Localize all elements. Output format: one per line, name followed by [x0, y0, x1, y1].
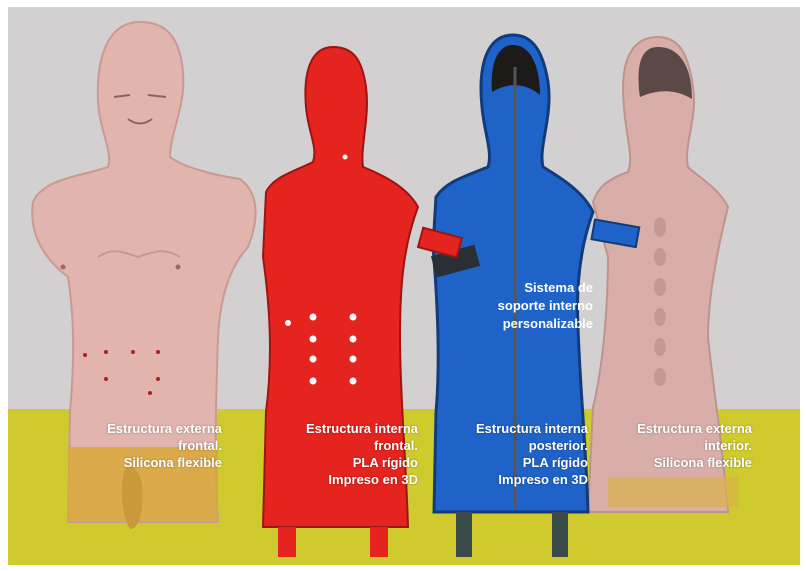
- caption-line: Estructura externa: [598, 420, 752, 437]
- support-label-line: Sistema de: [473, 279, 593, 297]
- caption-line: PLA rígido: [434, 454, 588, 471]
- caption-line: frontal.: [72, 437, 222, 454]
- scene: Sistema de soporte interno personalizabl…: [8, 7, 800, 565]
- caption-line: Estructura interna: [262, 420, 418, 437]
- caption-line: Impreso en 3D: [262, 471, 418, 488]
- caption-line: posterior.: [434, 437, 588, 454]
- support-label-line: soporte interno: [473, 297, 593, 315]
- support-label-line: personalizable: [473, 315, 593, 333]
- caption-line: PLA rígido: [262, 454, 418, 471]
- caption-internal-frontal: Estructura interna frontal. PLA rígido I…: [262, 420, 418, 488]
- caption-line: frontal.: [262, 437, 418, 454]
- caption-line: Silicona flexible: [72, 454, 222, 471]
- caption-external-interior: Estructura externa interior. Silicona fl…: [598, 420, 752, 471]
- caption-internal-posterior: Estructura interna posterior. PLA rígido…: [434, 420, 588, 488]
- caption-external-frontal: Estructura externa frontal. Silicona fle…: [72, 420, 222, 471]
- support-system-label: Sistema de soporte interno personalizabl…: [473, 279, 593, 333]
- caption-line: Estructura externa: [72, 420, 222, 437]
- caption-line: interior.: [598, 437, 752, 454]
- caption-line: Impreso en 3D: [434, 471, 588, 488]
- caption-line: Silicona flexible: [598, 454, 752, 471]
- caption-line: Estructura interna: [434, 420, 588, 437]
